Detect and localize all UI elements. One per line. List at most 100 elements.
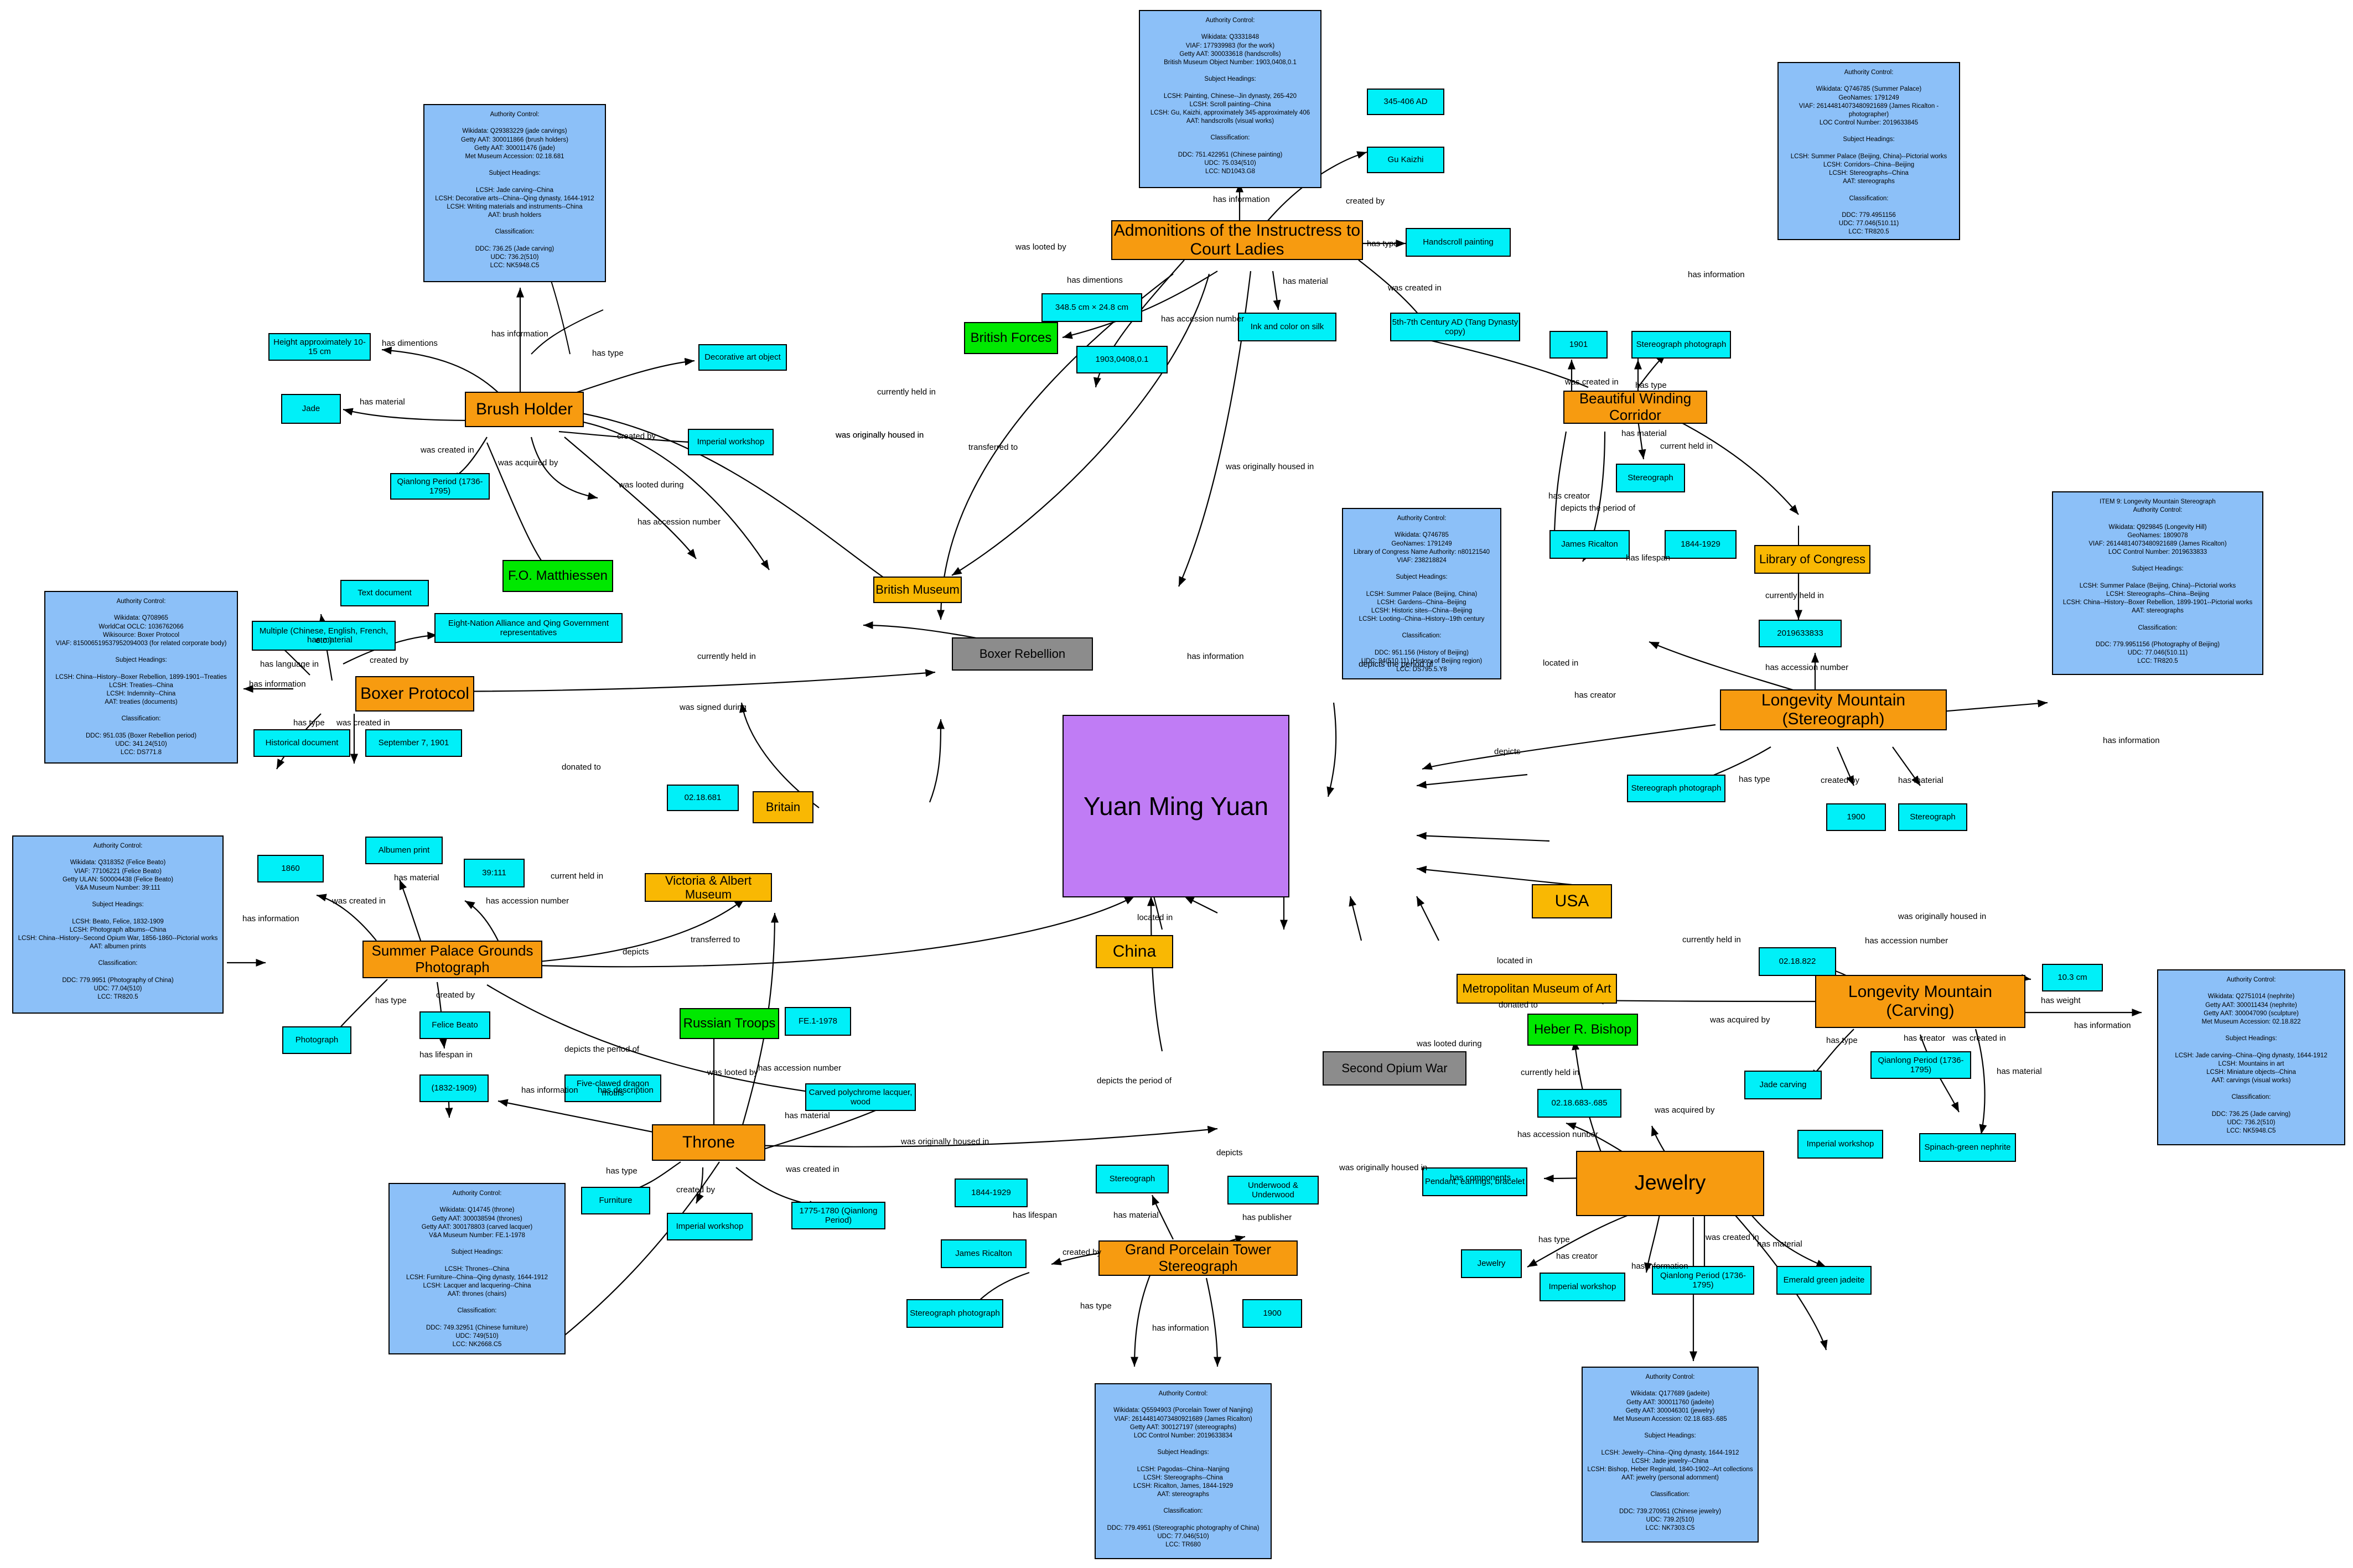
edge-label-has-creator-ric2: has creator — [1574, 690, 1616, 700]
attr-imperial-workshop-4[interactable]: Imperial workshop — [1540, 1273, 1625, 1301]
attr-1860[interactable]: 1860 — [257, 855, 324, 882]
node-summer-palace-photograph[interactable]: Summer Palace Grounds Photograph — [362, 941, 542, 978]
node-library-of-congress[interactable]: Library of Congress — [1754, 545, 1870, 574]
attr-stereograph-photograph-1[interactable]: Stereograph photograph — [1631, 331, 1731, 359]
node-british-museum[interactable]: British Museum — [873, 577, 962, 603]
node-victoria-albert-museum[interactable]: Victoria & Albert Museum — [645, 873, 772, 902]
attr-felice-beato[interactable]: Felice Beato — [419, 1011, 490, 1039]
attr-label: Stereograph photograph — [910, 1309, 1000, 1318]
attr-label: Stereograph — [1628, 473, 1673, 483]
attr-va-39111[interactable]: 39:111 — [464, 859, 525, 887]
attr-beato-lifespan[interactable]: (1832-1909) — [419, 1074, 489, 1102]
node-second-opium-war[interactable]: Second Opium War — [1323, 1051, 1466, 1086]
node-label: British Forces — [970, 330, 1052, 346]
attr-stereograph-2[interactable]: Stereograph — [1898, 803, 1967, 831]
attr-eight-nation-alliance[interactable]: Eight-Nation Alliance and Qing Governmen… — [434, 613, 623, 643]
node-throne[interactable]: Throne — [652, 1124, 765, 1161]
edge-label-donated-to-met: donated to — [1499, 1000, 1538, 1010]
attr-imperial-workshop-3[interactable]: Imperial workshop — [1797, 1130, 1883, 1159]
node-boxer-protocol[interactable]: Boxer Protocol — [355, 676, 474, 712]
attr-handscroll-painting[interactable]: Handscroll painting — [1406, 228, 1511, 257]
edge-label-was-originally-housed-jw: was originally housed in — [1339, 1163, 1428, 1172]
attr-multiple-languages[interactable]: Multiple (Chinese, English, French, etc.… — [252, 621, 396, 651]
attr-345-406-ad[interactable]: 345-406 AD — [1367, 89, 1444, 115]
node-russian-troops[interactable]: Russian Troops — [680, 1008, 779, 1039]
attr-emerald-green-jadeite[interactable]: Emerald green jadeite — [1776, 1266, 1872, 1295]
attr-stereograph-1[interactable]: Stereograph — [1616, 464, 1685, 492]
attr-pendant-earrings-bracelet[interactable]: Pendant, earrings, bracelet — [1422, 1167, 1527, 1196]
attr-loc-2019633833[interactable]: 2019633833 — [1759, 620, 1842, 647]
attr-tang-dynasty-copy[interactable]: 5th-7th Century AD (Tang Dynasty copy) — [1390, 313, 1520, 341]
node-label: Russian Troops — [683, 1016, 776, 1031]
attr-stereograph-3[interactable]: Stereograph — [1096, 1165, 1169, 1193]
node-grand-porcelain-tower-stereograph[interactable]: Grand Porcelain Tower Stereograph — [1098, 1240, 1298, 1276]
attr-james-ricalton-1[interactable]: James Ricalton — [1549, 530, 1630, 559]
attr-label: Stereograph — [1109, 1174, 1155, 1184]
node-label: Victoria & Albert Museum — [665, 873, 752, 901]
node-china[interactable]: China — [1096, 935, 1173, 968]
node-beautiful-winding-corridor[interactable]: Beautiful Winding Corridor — [1563, 391, 1707, 424]
edge-label-has-information-sp: has information — [242, 914, 299, 923]
node-british-forces[interactable]: British Forces — [964, 322, 1058, 354]
node-britain[interactable]: Britain — [753, 791, 813, 823]
attr-text-document[interactable]: Text document — [340, 580, 429, 606]
attr-qianlong-period-4[interactable]: Qianlong Period (1736-1795) — [1652, 1266, 1754, 1295]
attr-september-7-1901[interactable]: September 7, 1901 — [365, 729, 462, 757]
attr-spinach-green-nephrite[interactable]: Spinach-green nephrite — [1919, 1133, 2016, 1162]
attr-qianlong-period-3[interactable]: Qianlong Period (1736-1795) — [1870, 1051, 1971, 1079]
node-admonitions[interactable]: Admonitions of the Instructress to Court… — [1111, 220, 1363, 260]
node-yuan-ming-yuan[interactable]: Yuan Ming Yuan — [1063, 715, 1289, 897]
attr-qianlong-period-1[interactable]: Qianlong Period (1736-1795) — [390, 473, 490, 500]
node-heber-bishop[interactable]: Heber R. Bishop — [1527, 1014, 1638, 1046]
authority-text: ITEM 9: Longevity Mountain Stereograph A… — [2062, 499, 2253, 665]
attr-accession-0218822[interactable]: 02.18.822 — [1759, 947, 1836, 976]
authority-text: Authority Control: Wikidata: Q318352 (Fe… — [18, 843, 218, 1001]
attr-height[interactable]: Height approximately 10-15 cm — [268, 333, 371, 361]
attr-ricalton-lifespan-2[interactable]: 1844-1929 — [955, 1178, 1028, 1207]
attr-fe-1-1978[interactable]: FE.1-1978 — [785, 1007, 851, 1036]
attr-qianlong-period-2[interactable]: 1775-1780 (Qianlong Period) — [791, 1202, 885, 1229]
node-boxer-rebellion[interactable]: Boxer Rebellion — [952, 637, 1093, 671]
attr-weight-103cm[interactable]: 10.3 cm — [2042, 964, 2103, 991]
attr-carved-lacquer[interactable]: Carved polychrome lacquer, wood — [805, 1083, 916, 1111]
attr-jade-carving[interactable]: Jade carving — [1744, 1071, 1822, 1099]
attr-five-clawed-dragon-motifs[interactable]: Five-clawed dragon motifs — [564, 1074, 661, 1102]
attr-accession-jewelry[interactable]: 02.18.683-.685 — [1537, 1089, 1621, 1118]
edge-label-current-held-in-sp: current held in — [551, 871, 604, 881]
node-brush-holder[interactable]: Brush Holder — [465, 392, 584, 427]
node-metropolitan-museum-of-art[interactable]: Metropolitan Museum of Art — [1457, 974, 1617, 1004]
attr-dimensions-admonitions[interactable]: 348.5 cm × 24.8 cm — [1041, 293, 1142, 322]
attr-jewelry-type[interactable]: Jewelry — [1461, 1249, 1522, 1278]
attr-1901[interactable]: 1901 — [1549, 331, 1608, 359]
attr-james-ricalton-2[interactable]: James Ricalton — [941, 1239, 1027, 1268]
attr-ricalton-lifespan-1[interactable]: 1844-1929 — [1665, 530, 1737, 559]
node-jewelry[interactable]: Jewelry — [1576, 1151, 1764, 1216]
node-usa[interactable]: USA — [1532, 884, 1612, 918]
attr-gu-kaizhi[interactable]: Gu Kaizhi — [1367, 147, 1444, 173]
attr-imperial-workshop-2[interactable]: Imperial workshop — [667, 1213, 753, 1240]
node-label: Admonitions of the Instructress to Court… — [1113, 221, 1361, 258]
attr-albumen-print[interactable]: Albumen print — [365, 837, 443, 864]
edge-label-created-by-bp: created by — [370, 656, 409, 665]
attr-1900[interactable]: 1900 — [1826, 803, 1886, 831]
attr-bm-object-number[interactable]: 1903,0408,0.1 — [1076, 346, 1168, 373]
attr-label: Imperial workshop — [697, 437, 765, 447]
attr-1900b[interactable]: 1900 — [1242, 1299, 1302, 1328]
attr-decorative-art-object[interactable]: Decorative art object — [698, 344, 787, 371]
edge-label-has-type-adm: has type — [1367, 239, 1398, 248]
attr-accession-0218681[interactable]: 02.18.681 — [667, 785, 739, 811]
attr-label: 10.3 cm — [2057, 973, 2087, 983]
attr-furniture[interactable]: Furniture — [581, 1187, 650, 1214]
attr-photograph[interactable]: Photograph — [282, 1026, 351, 1054]
edge-label-has-description-throne: has description — [598, 1086, 654, 1095]
attr-stereograph-photograph-2[interactable]: Stereograph photograph — [1627, 775, 1725, 802]
attr-ink-and-color-on-silk[interactable]: Ink and color on silk — [1238, 313, 1336, 341]
attr-historical-document[interactable]: Historical document — [253, 729, 350, 757]
node-longevity-mountain-stereograph[interactable]: Longevity Mountain (Stereograph) — [1720, 689, 1947, 730]
attr-underwood-publisher[interactable]: Underwood & Underwood — [1227, 1176, 1319, 1204]
attr-jade[interactable]: Jade — [281, 394, 341, 424]
node-longevity-mountain-carving[interactable]: Longevity Mountain (Carving) — [1815, 975, 2025, 1028]
attr-stereograph-photograph-3[interactable]: Stereograph photograph — [906, 1299, 1003, 1328]
node-fo-matthiessen[interactable]: F.O. Matthiessen — [502, 560, 613, 592]
attr-imperial-workshop-1[interactable]: Imperial workshop — [688, 429, 774, 455]
